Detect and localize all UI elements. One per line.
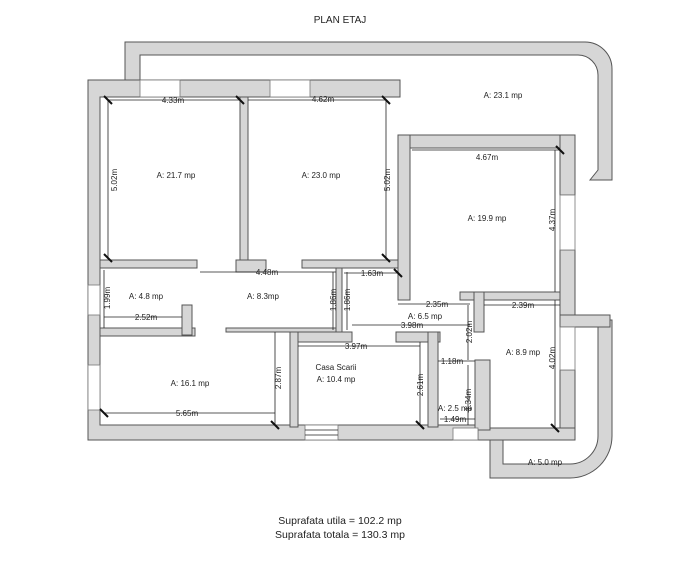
dimension-label: 4.62m bbox=[312, 95, 335, 104]
room-area-terrace: A: 23.1 mp bbox=[484, 91, 523, 100]
dimension-label: 1.49m bbox=[444, 415, 467, 424]
window bbox=[269, 79, 311, 98]
wall bbox=[395, 331, 441, 343]
room-area-wc: A: 2.5 mp bbox=[438, 404, 473, 413]
dimension-label: 5.02m bbox=[383, 169, 392, 192]
dimension-label: 4.67m bbox=[476, 153, 499, 162]
exterior-wall bbox=[87, 79, 491, 441]
wall bbox=[239, 96, 249, 261]
room-area: A: 19.9 mp bbox=[468, 214, 507, 223]
wall bbox=[181, 304, 193, 336]
wall bbox=[225, 327, 339, 333]
dimension-label: 4.33m bbox=[162, 96, 185, 105]
dimension-label: 2.61m bbox=[416, 374, 425, 397]
wall bbox=[289, 331, 353, 343]
dimension-lines bbox=[103, 99, 560, 428]
room-area: A: 16.1 mp bbox=[171, 379, 210, 388]
dimension-label: 1.86m bbox=[329, 289, 338, 312]
wall bbox=[477, 427, 576, 441]
window bbox=[559, 194, 576, 251]
wall bbox=[473, 291, 485, 333]
room-area-hall: A: 8.3mp bbox=[247, 292, 280, 301]
room-area: A: 23.0 mp bbox=[302, 171, 341, 180]
room-area-corridor: A: 6.5 mp bbox=[408, 312, 443, 321]
stair-label: Casa Scarii bbox=[316, 363, 357, 372]
dimension-label: 4.48m bbox=[256, 268, 279, 277]
wall bbox=[559, 249, 576, 316]
terrace-wall bbox=[124, 41, 613, 181]
dimension-label: 2.52m bbox=[135, 313, 158, 322]
wall bbox=[427, 331, 439, 428]
wall bbox=[397, 134, 411, 301]
room-area: A: 8.9 mp bbox=[506, 348, 541, 357]
plan-title: PLAN ETAJ bbox=[314, 15, 367, 26]
dimension-label: 3.98m bbox=[401, 321, 424, 330]
dimension-label: 2.39m bbox=[512, 301, 535, 310]
window bbox=[139, 79, 181, 98]
dimension-label: 1.18m bbox=[441, 357, 464, 366]
stairs bbox=[304, 424, 479, 441]
wall bbox=[397, 134, 576, 149]
room-area: A: 4.8 mp bbox=[129, 292, 164, 301]
dimension-label: 4.02m bbox=[548, 347, 557, 370]
dimension-ticks bbox=[99, 95, 565, 433]
wall bbox=[99, 327, 196, 337]
wall bbox=[459, 291, 561, 301]
dimension-label: 1.63m bbox=[361, 269, 384, 278]
dimension-label: 1.34m bbox=[464, 389, 473, 412]
total-area-summary: Suprafata totala = 130.3 mp bbox=[275, 529, 405, 541]
window bbox=[87, 364, 101, 411]
usable-area-summary: Suprafata utila = 102.2 mp bbox=[278, 515, 402, 527]
dimension-label: 3.97m bbox=[345, 342, 368, 351]
dimension-label: 2.35m bbox=[426, 300, 449, 309]
window bbox=[559, 326, 576, 371]
room-area: A: 21.7 mp bbox=[157, 171, 196, 180]
dimension-label: 1.99m bbox=[103, 287, 112, 310]
dimension-label: 5.02m bbox=[110, 169, 119, 192]
wall bbox=[301, 259, 399, 269]
wall bbox=[559, 314, 611, 328]
wall bbox=[289, 331, 299, 428]
window bbox=[87, 284, 101, 316]
dimension-label: 1.86m bbox=[343, 289, 352, 312]
balcony-wall bbox=[489, 319, 613, 479]
wall bbox=[99, 259, 198, 269]
wall bbox=[559, 134, 576, 196]
room-area-balcony: A: 5.0 mp bbox=[528, 458, 563, 467]
dimension-label: 5.65m bbox=[176, 409, 199, 418]
dimension-labels: 4.33m 4.62m 4.67m 5.02m 5.02m 4.37m 4.48… bbox=[103, 95, 557, 424]
dimension-label: 4.37m bbox=[548, 209, 557, 232]
dimension-label: 2.02m bbox=[465, 321, 474, 344]
wall bbox=[474, 359, 491, 431]
stair-area: A: 10.4 mp bbox=[317, 375, 356, 384]
dimension-label: 2.87m bbox=[274, 367, 283, 390]
